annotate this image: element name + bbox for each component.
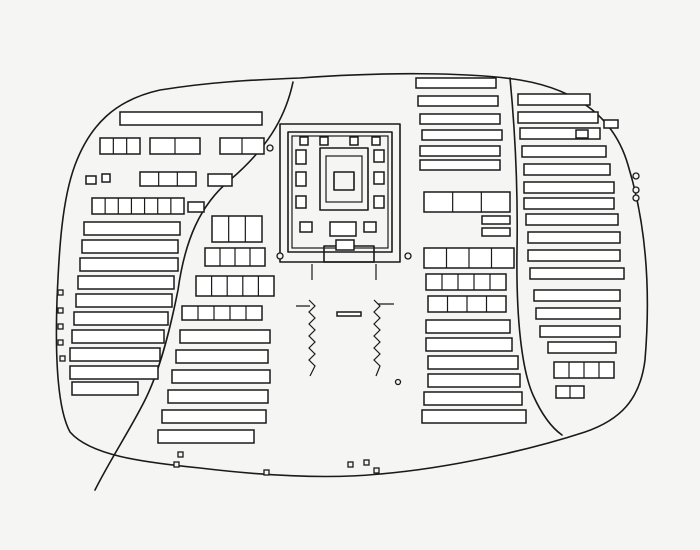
approach-marker: [394, 378, 402, 386]
long-block: [421, 409, 527, 424]
long-block: [517, 111, 599, 124]
small-block: [481, 227, 511, 237]
long-block: [525, 213, 619, 226]
long-block: [523, 181, 615, 194]
row-block: [181, 305, 263, 321]
small-block: [85, 175, 97, 185]
long-block: [73, 311, 169, 326]
boundary-marker: [363, 459, 370, 466]
approach-gate: [336, 311, 362, 317]
long-block: [517, 93, 591, 106]
small-block: [101, 173, 111, 183]
row-block: [423, 191, 511, 213]
small-block: [481, 215, 511, 225]
long-block: [71, 329, 165, 344]
boundary-marker: [263, 469, 270, 476]
small-block: [187, 201, 205, 213]
long-block: [527, 231, 621, 244]
long-block: [167, 389, 269, 404]
long-block: [527, 249, 621, 262]
long-block: [421, 129, 503, 141]
row-block: [139, 171, 197, 187]
long-block: [75, 293, 173, 308]
long-block: [161, 409, 267, 424]
long-block: [69, 347, 161, 362]
long-block: [419, 145, 501, 157]
outer-boundary: [55, 72, 649, 478]
boundary-marker: [59, 355, 66, 362]
small-block: [575, 129, 589, 139]
long-block: [79, 257, 179, 272]
boundary-marker: [632, 186, 640, 194]
boundary-marker: [632, 172, 640, 180]
boundary-marker: [57, 307, 64, 314]
approach-wall-link: [296, 303, 394, 307]
long-block: [81, 239, 179, 254]
long-block: [423, 391, 523, 406]
long-block: [539, 325, 621, 338]
boundary-marker: [404, 252, 412, 260]
long-block: [535, 307, 621, 320]
long-block: [419, 159, 501, 171]
long-block: [521, 145, 607, 158]
row-block: [211, 215, 263, 243]
boundary-marker: [266, 144, 274, 152]
boundary-marker: [373, 467, 380, 474]
boundary-marker: [177, 451, 184, 458]
boundary-markers: [57, 144, 640, 476]
row-block: [195, 275, 275, 297]
long-block: [77, 275, 175, 290]
row-block: [99, 137, 141, 155]
long-block: [519, 127, 601, 140]
boundary-marker: [276, 252, 284, 260]
small-block: [207, 173, 233, 187]
row-block: [91, 197, 185, 215]
small-block: [603, 119, 619, 129]
long-block: [157, 429, 255, 444]
long-block: [71, 381, 139, 396]
long-block: [529, 267, 625, 280]
boundary-marker: [57, 323, 64, 330]
central-compound: [279, 123, 401, 263]
boundary-marker: [632, 194, 640, 202]
long-block: [119, 111, 263, 126]
boundary-marker: [347, 461, 354, 468]
east-road: [509, 77, 563, 436]
long-block: [427, 373, 521, 388]
long-block: [523, 197, 615, 210]
long-block: [83, 221, 181, 236]
approach-wall-west: [308, 264, 316, 377]
long-block: [415, 77, 497, 89]
long-block: [175, 349, 269, 364]
long-block: [547, 341, 617, 354]
long-block: [523, 163, 611, 176]
row-block: [425, 273, 507, 291]
boundary-marker: [57, 339, 64, 346]
long-block: [171, 369, 271, 384]
long-block: [533, 289, 621, 302]
long-block: [69, 365, 159, 380]
approach-wall-east: [373, 264, 381, 377]
long-block: [425, 337, 513, 352]
boundary-marker: [57, 289, 64, 296]
long-block: [425, 319, 511, 334]
long-block: [427, 355, 519, 370]
building-blocks: [69, 77, 625, 444]
long-block: [417, 95, 499, 107]
long-block: [419, 113, 501, 125]
boundary-marker: [173, 461, 180, 468]
long-block: [179, 329, 271, 344]
